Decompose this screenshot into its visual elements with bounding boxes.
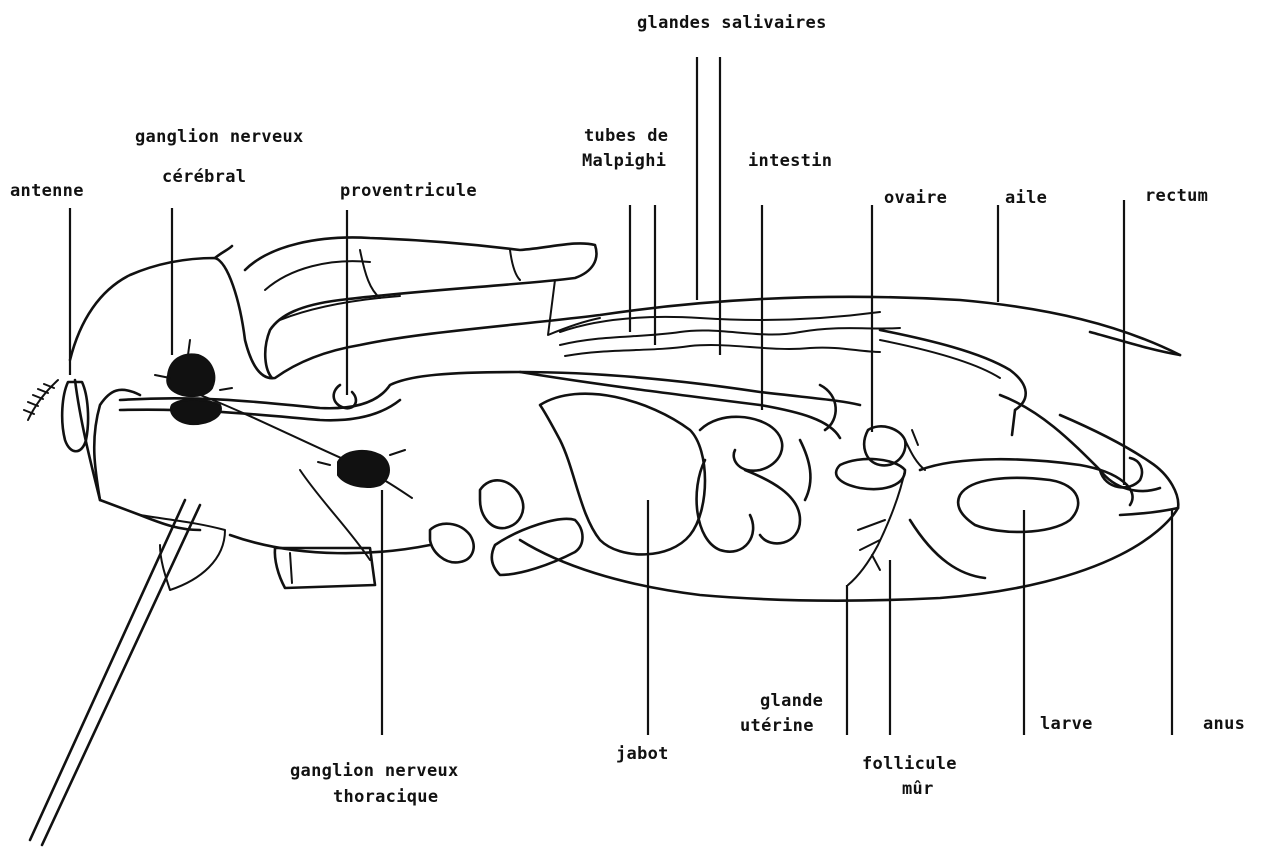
label-malpighi: Malpighi [582,150,666,172]
larva [910,459,1133,578]
label-larve: larve [1040,713,1093,735]
label-glande-line1: glande [760,690,823,712]
label-glande-line2: utérine [740,715,814,737]
digestive-tract [120,372,1160,554]
label-ovaire: ovaire [884,187,947,209]
label-tubes-de: tubes de [584,125,668,147]
label-rectum: rectum [1145,185,1208,207]
label-jabot: jabot [616,743,669,765]
tubes-and-glands [560,312,900,356]
label-follicule-line1: follicule [862,753,957,775]
proboscis [30,500,225,845]
legs [275,470,583,588]
label-aile: aile [1005,187,1047,209]
wing-tube [880,330,1026,435]
label-follicule-line2: mûr [902,778,934,800]
label-ganglion-thoracique-line1: ganglion nerveux [290,760,459,782]
label-antenne: antenne [10,180,84,202]
label-proventricule: proventricule [340,180,477,202]
thoracic-ganglion-shape [338,451,389,487]
label-ganglion-thoracique-line2: thoracique [333,786,438,808]
label-ganglion-cerebral-line1: ganglion nerveux [135,126,304,148]
label-ganglion-cerebral-line2: cérébral [162,166,246,188]
thorax-muscles [245,237,600,378]
cerebral-ganglion-shape [167,354,214,396]
ovary [836,426,925,585]
label-intestin: intestin [748,150,832,172]
label-glandes-salivaires: glandes salivaires [637,12,827,34]
label-anus: anus [1203,713,1245,735]
ganglia [155,340,405,487]
